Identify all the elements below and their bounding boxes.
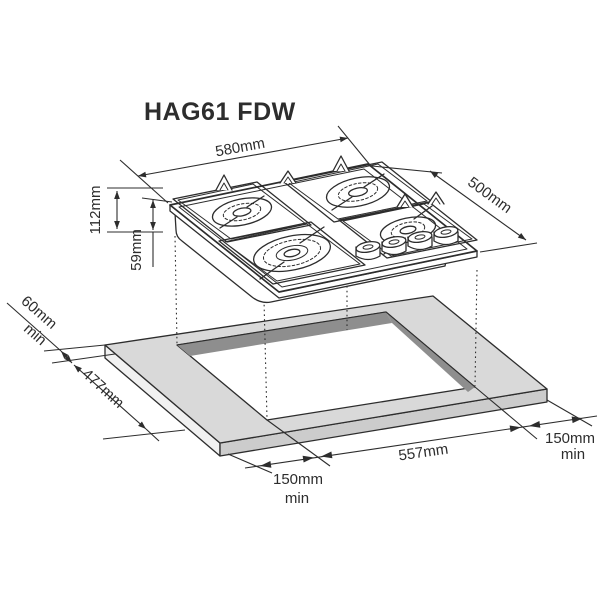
product-title: HAG61 FDW [144, 98, 296, 126]
dimension-bottom-chain: 557mm 150mm min 150mm min [227, 386, 598, 507]
knob [407, 231, 433, 251]
dim-label-overall-height: 112mm [87, 186, 104, 235]
hob-top-inner-rim [178, 168, 468, 288]
dim-label-depth: 500mm [464, 174, 514, 217]
hob-drawing [169, 155, 478, 304]
cutout-side-wall [386, 312, 475, 392]
burners [211, 176, 437, 273]
dim-label-front-clearance: 150mm [273, 471, 323, 488]
dim-label-width: 580mm [214, 135, 266, 161]
projection-lines [174, 235, 478, 420]
dim-label-side-clearance-min: min [561, 446, 585, 463]
cutout-rear-wall [177, 312, 392, 356]
dimension-built-in-depth: 59mm [128, 197, 173, 271]
dim-label-side-clearance: 150mm [545, 430, 595, 447]
dim-label-built-in-depth: 59mm [128, 229, 145, 271]
worktop-cutout-drawing [104, 295, 548, 457]
knob [355, 241, 381, 261]
knob [381, 236, 407, 256]
dim-label-cutout-width: 557mm [397, 441, 449, 465]
burner-rear-left [211, 197, 273, 227]
cutout-edge [176, 311, 476, 388]
dimension-overall-height: 112mm [87, 186, 163, 235]
dim-label-cutout-depth: 477mm [79, 366, 128, 412]
burner-wok-front-left [253, 233, 331, 273]
dim-label-front-clearance-min: min [285, 490, 309, 507]
burner-rear-right [325, 176, 391, 208]
dimension-rear-clearance: 60mm min [6, 293, 116, 364]
worktop-top-face [104, 295, 548, 444]
